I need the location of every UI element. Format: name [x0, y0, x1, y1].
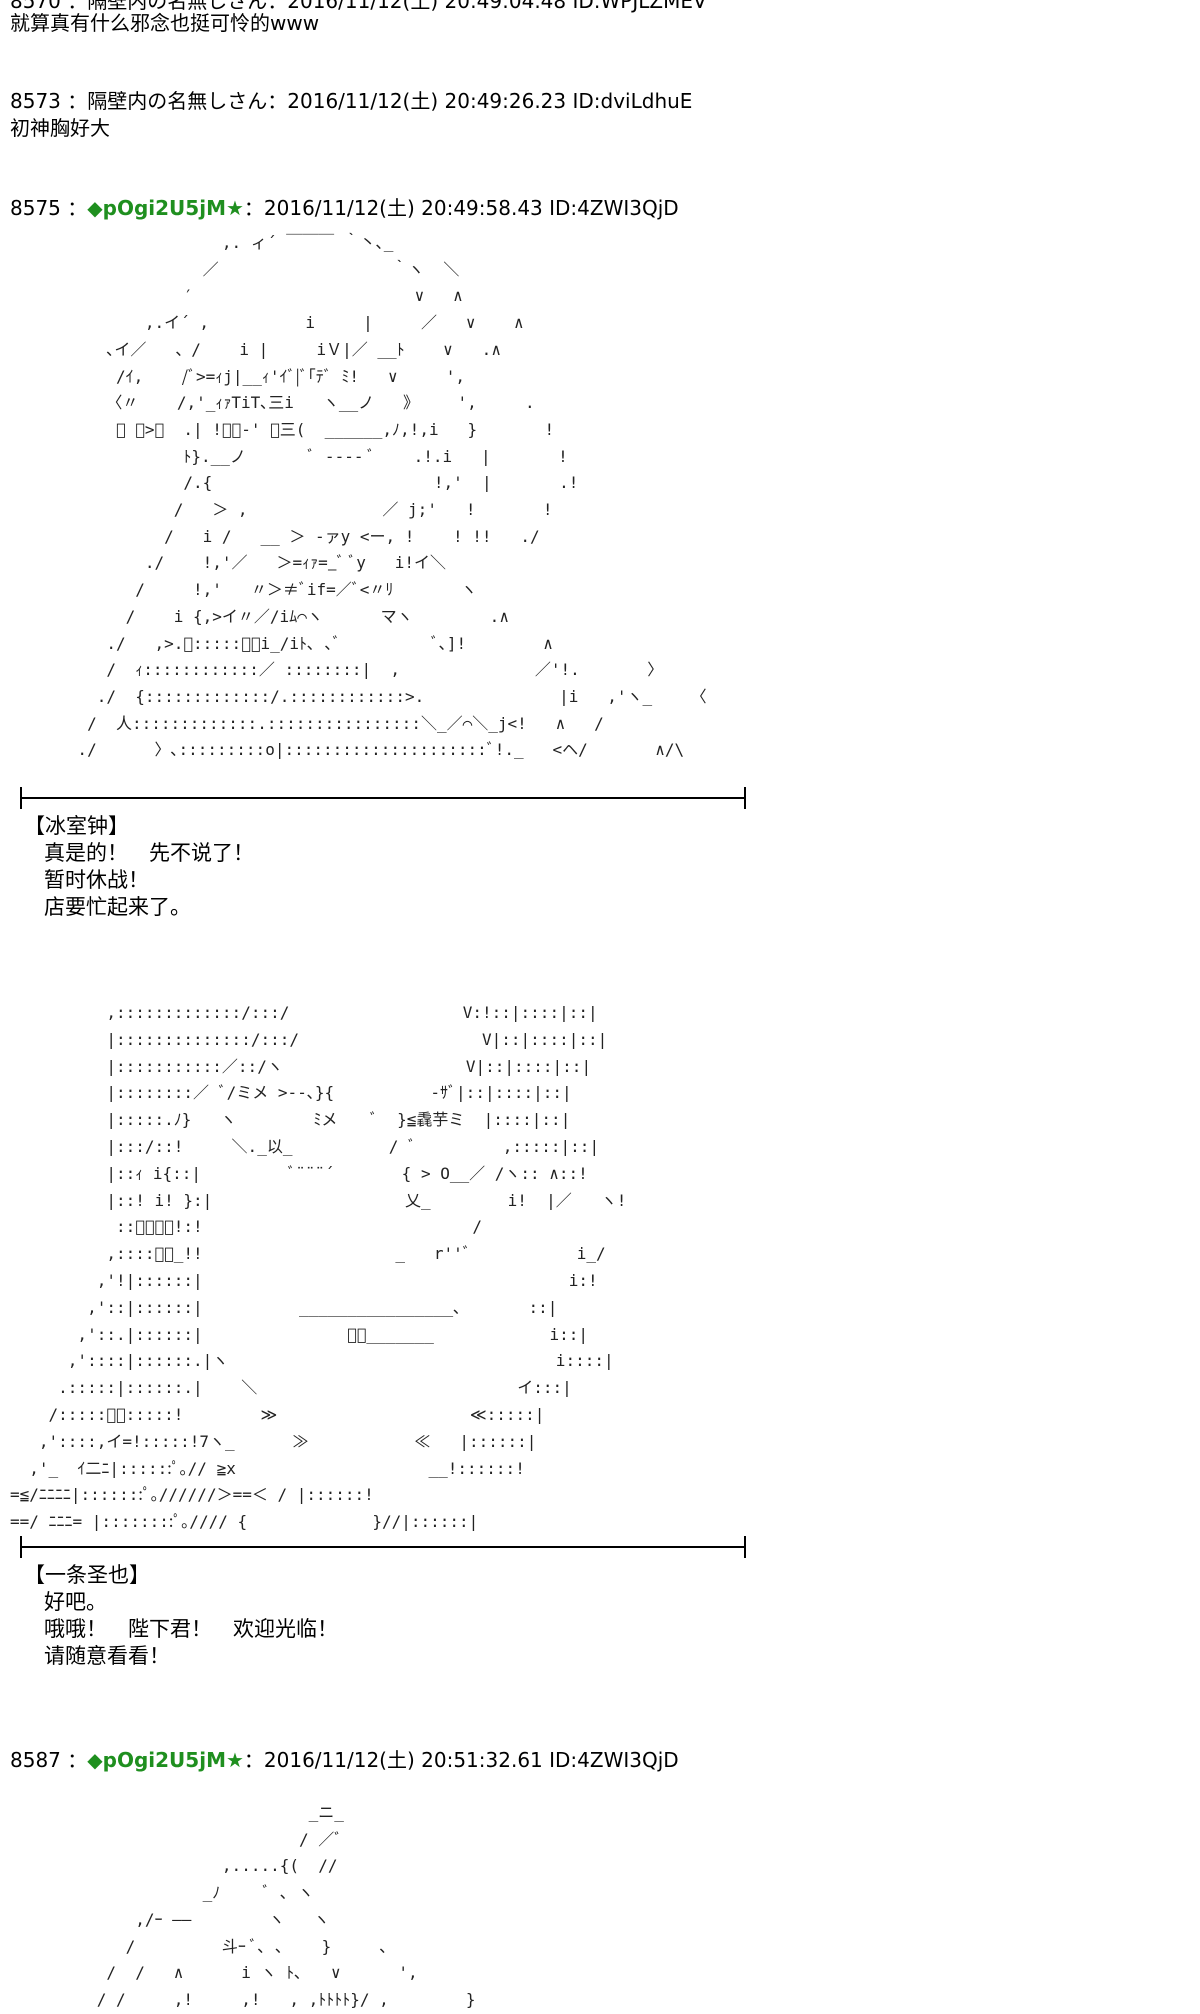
post-header-8570: 8570 ：隔壁内の名無しさん：2016/11/12(土) 20:49:04.4… — [10, 0, 707, 13]
post-number[interactable]: 8587 — [10, 1748, 61, 1772]
poster-trip: ◆pOgi2U5jM★ — [87, 1748, 244, 1772]
dialogue-line: 真是的！ 先不说了！ — [44, 841, 254, 865]
poster-name: 隔壁内の名無しさん — [87, 89, 268, 113]
speaker-name: 【一条圣也】 — [24, 1563, 150, 1587]
speaker-name: 【冰室钟】 — [24, 814, 129, 838]
post-meta: ：2016/11/12(土) 20:49:58.43 ID:4ZWI3QjD — [243, 196, 679, 220]
divider-cross-right — [744, 787, 746, 809]
post-number[interactable]: 8575 — [10, 196, 61, 220]
post-meta: ：2016/11/12(土) 20:49:26.23 ID:dviLdhuE — [267, 89, 693, 113]
poster-trip: ◆pOgi2U5jM★ — [87, 196, 244, 220]
post-header-8573: 8573 ：隔壁内の名無しさん：2016/11/12(土) 20:49:26.2… — [10, 89, 693, 113]
divider-cross-left — [20, 1536, 22, 1558]
divider-cross-left — [20, 787, 22, 809]
divider-line — [20, 1546, 746, 1548]
post-text-8570: 就算真有什么邪念也挺可怜的www — [10, 11, 320, 35]
ascii-art-character-1: ,. ィ´ ￣￣￣ ｀丶､_ ／ ｀ヽ ＼ ′ ∨ ∧ ,.イ´ , i | ／… — [77, 233, 707, 760]
divider-cross-right — [744, 1536, 746, 1558]
post-meta: ：2016/11/12(土) 20:51:32.61 ID:4ZWI3QjD — [243, 1748, 679, 1772]
divider-line — [20, 797, 746, 799]
post-header-8587: 8587 ：◆pOgi2U5jM★：2016/11/12(土) 20:51:32… — [10, 1748, 679, 1772]
dialogue-line: 店要忙起来了。 — [44, 895, 191, 919]
ascii-art-character-3: _ニ_ / ／ﾞ ,.....{( // _ﾉ ﾞ ､ ヽ ,/ｰ ―― ヽ ヽ… — [96, 1803, 476, 2009]
ascii-art-character-2: ,:::::::::::::/:::/ V:!::|::::|::| |::::… — [10, 1003, 627, 1532]
dialogue-line: 哦哦！ 陛下君！ 欢迎光临！ — [44, 1617, 338, 1641]
post-text-8573: 初神胸好大 — [10, 116, 110, 140]
dialogue-line: 好吧。 — [44, 1590, 107, 1614]
post-number[interactable]: 8573 — [10, 89, 61, 113]
dialogue-line: 暂时休战！ — [44, 868, 149, 892]
post-header-8575: 8575 ：◆pOgi2U5jM★：2016/11/12(土) 20:49:58… — [10, 196, 679, 220]
dialogue-line: 请随意看看！ — [44, 1644, 170, 1668]
